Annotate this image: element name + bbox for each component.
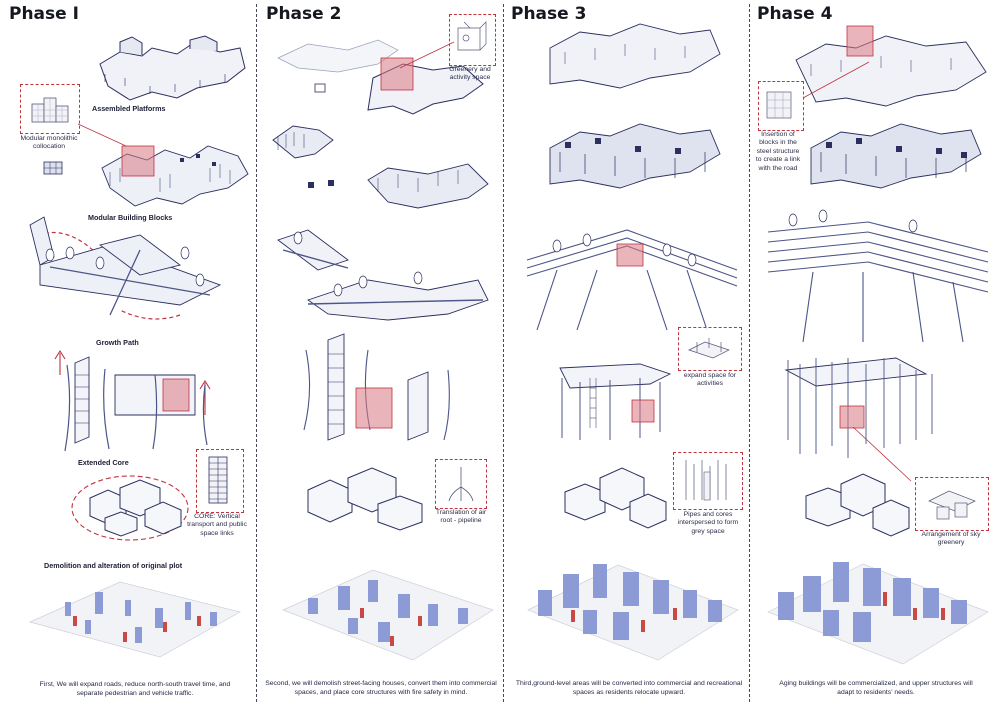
callout-note: CORE: Vertical transport and public spac… bbox=[187, 513, 247, 537]
callout-leader-line bbox=[802, 61, 870, 99]
small-block-icon bbox=[43, 161, 63, 175]
phase-2-city-plot-drawing bbox=[282, 569, 494, 661]
phase-1-panel: Phase I Assembled Platforms Modular mono… bbox=[0, 0, 255, 706]
core-blocks-drawing bbox=[71, 475, 189, 541]
diagram-label: Demolition and alteration of original pl… bbox=[44, 561, 183, 570]
phase-caption: First, We will expand roads, reduce nort… bbox=[39, 681, 231, 697]
phase-title: Phase 2 bbox=[266, 4, 342, 24]
phase-caption: Aging buildings will be commercialized, … bbox=[779, 680, 973, 696]
callout-leader-line bbox=[77, 123, 127, 147]
callout-note: Translation of air root - pipeline bbox=[435, 509, 487, 525]
callout-note: expand space for activities bbox=[683, 372, 737, 388]
sky-greenery-icon bbox=[928, 490, 976, 520]
block-insertion-icon bbox=[766, 91, 792, 119]
phase-title: Phase 3 bbox=[511, 4, 587, 24]
phase-3-core-blocks-drawing bbox=[564, 467, 667, 529]
phase-4-blocks-drawing bbox=[810, 123, 982, 189]
phase-3-platforms-drawing bbox=[549, 23, 721, 89]
modular-stack-icon bbox=[31, 97, 69, 123]
phase-4-core-blocks-drawing bbox=[805, 473, 910, 537]
air-root-icon bbox=[448, 467, 474, 502]
phase-3-slabs-drawing bbox=[526, 229, 738, 331]
callout-note: Modular monolithic collocation bbox=[20, 135, 78, 151]
phase-4-slabs-drawing bbox=[767, 209, 989, 343]
callout-box bbox=[449, 14, 496, 66]
phase-4-core-drawing bbox=[784, 357, 933, 458]
phase-2-core-blocks-drawing bbox=[307, 467, 423, 531]
activity-space-icon bbox=[457, 21, 487, 51]
modular-blocks-drawing bbox=[101, 145, 249, 207]
phase-4-platforms-drawing bbox=[795, 25, 987, 107]
callout-note: Arrangement of sky greenery bbox=[921, 531, 981, 547]
callout-note: Insertion of blocks in the steel structu… bbox=[755, 131, 801, 172]
phase-divider bbox=[503, 4, 504, 702]
diagram-label: Extended Core bbox=[78, 458, 129, 467]
phase-2-blocks-drawing bbox=[272, 125, 489, 209]
callout-leader-line bbox=[852, 426, 912, 482]
callout-note: Greenery and activity space bbox=[449, 66, 491, 82]
city-plot-drawing bbox=[28, 581, 241, 658]
phase-2-core-drawing bbox=[303, 333, 450, 441]
phase-3-panel: Phase 3 expand space for activities bbox=[505, 0, 749, 706]
extended-core-drawing bbox=[54, 349, 211, 452]
phase-divider bbox=[749, 4, 750, 702]
phase-2-growth-drawing bbox=[277, 229, 489, 321]
phase-2-platforms-drawing bbox=[277, 39, 484, 115]
phase-3-city-plot-drawing bbox=[527, 564, 739, 661]
diagram-label: Growth Path bbox=[96, 338, 139, 347]
pipes-cores-icon bbox=[685, 460, 727, 501]
phase-4-city-plot-drawing bbox=[767, 562, 989, 665]
phase-caption: Third,ground-level areas will be convert… bbox=[515, 680, 743, 696]
core-tower-icon bbox=[208, 456, 228, 504]
diagram-label: Assembled Platforms bbox=[92, 104, 166, 113]
phase-4-panel: Phase 4 Insertion of blocks in the steel… bbox=[751, 0, 1000, 706]
callout-leader-line bbox=[399, 41, 455, 69]
expand-space-icon bbox=[688, 338, 730, 359]
phase-caption: Second, we will demolish street-facing h… bbox=[265, 680, 497, 696]
phase-3-core-drawing bbox=[559, 363, 672, 440]
diagram-label: Modular Building Blocks bbox=[88, 213, 173, 222]
phase-divider bbox=[256, 4, 257, 702]
phase-2-panel: Phase 2 Greenery and activity space bbox=[258, 0, 503, 706]
phase-3-blocks-drawing bbox=[549, 123, 721, 189]
callout-note: Pipes and cores interspersed to form gre… bbox=[677, 511, 739, 535]
phase-title: Phase 4 bbox=[757, 4, 833, 24]
phase-title: Phase I bbox=[9, 4, 79, 24]
assembled-platforms-drawing bbox=[99, 35, 246, 101]
growth-path-drawing bbox=[29, 216, 222, 320]
